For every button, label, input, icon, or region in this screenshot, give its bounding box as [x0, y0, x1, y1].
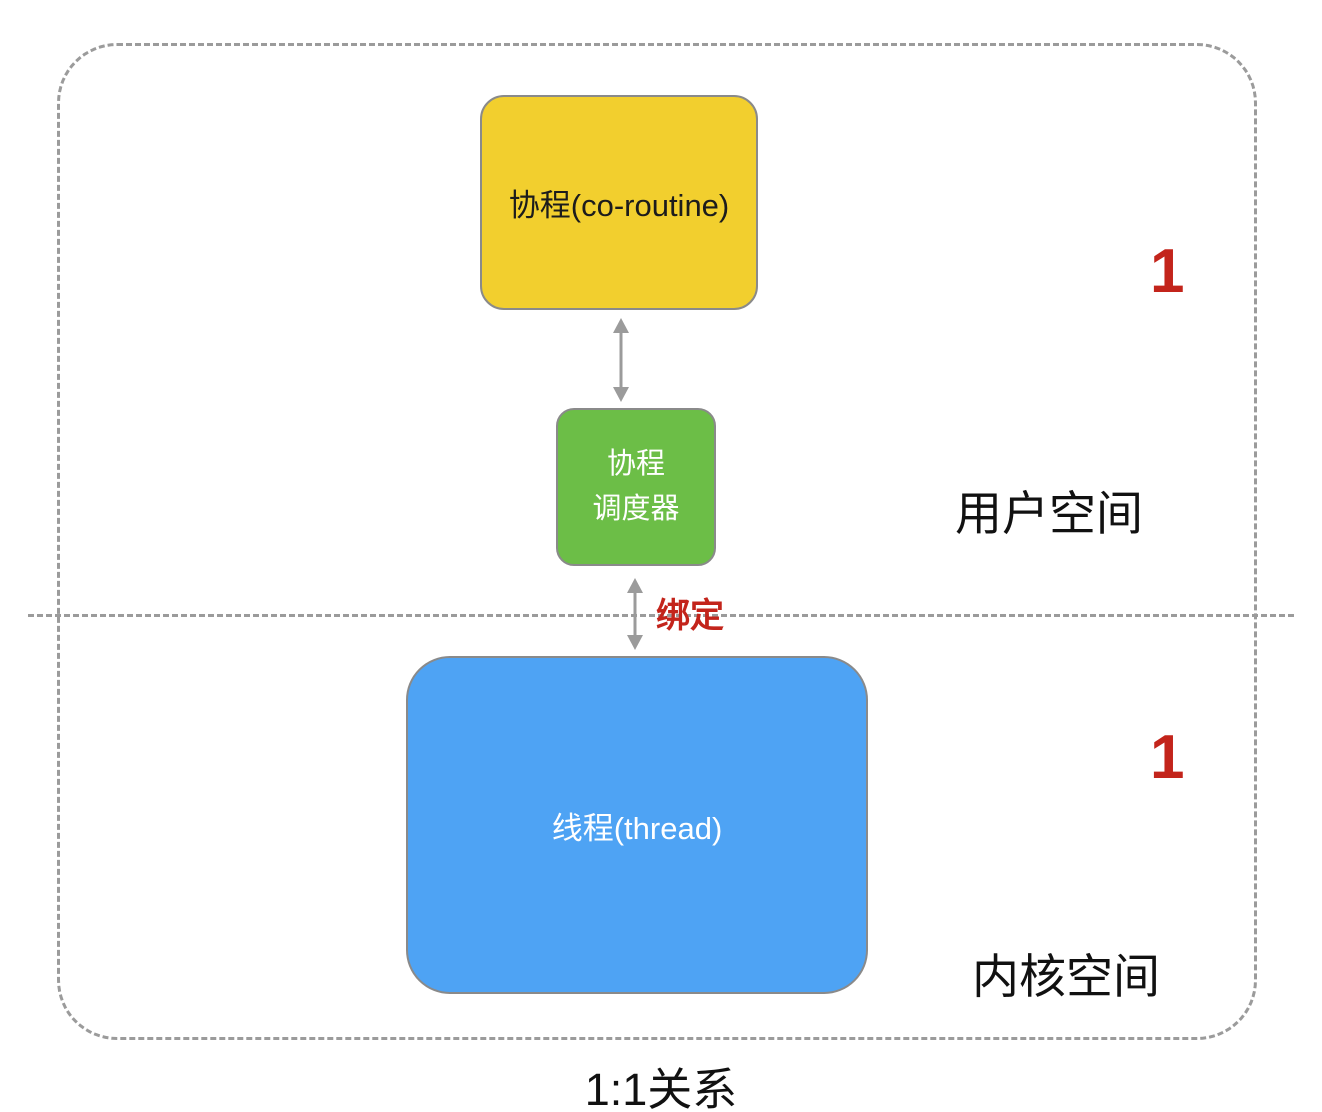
scheduler-node-label-line2: 调度器	[592, 493, 680, 525]
coroutine-scheduler-double-arrow-icon	[607, 318, 635, 407]
thread-node: 线程(thread)	[406, 656, 868, 994]
scheduler-node: 协程 调度器	[556, 408, 716, 566]
coroutine-node: 协程(co-routine)	[480, 95, 758, 310]
relationship-caption: 1:1关系	[584, 1064, 738, 1112]
kernel-space-count: 1	[1150, 723, 1185, 792]
user-space-count: 1	[1150, 237, 1185, 306]
user-kernel-space-divider-line	[28, 614, 1294, 617]
bind-label: 绑定	[656, 597, 724, 635]
kernel-space-label: 内核空间	[972, 950, 1160, 1003]
thread-node-label: 线程(thread)	[551, 810, 723, 846]
system-boundary-dashed-border	[57, 43, 1257, 1040]
user-space-label: 用户空间	[955, 487, 1143, 540]
scheduler-thread-double-arrow-icon	[621, 578, 649, 655]
scheduler-node-label-line1: 协程	[606, 448, 665, 481]
coroutine-node-label: 协程(co-routine)	[508, 188, 730, 223]
